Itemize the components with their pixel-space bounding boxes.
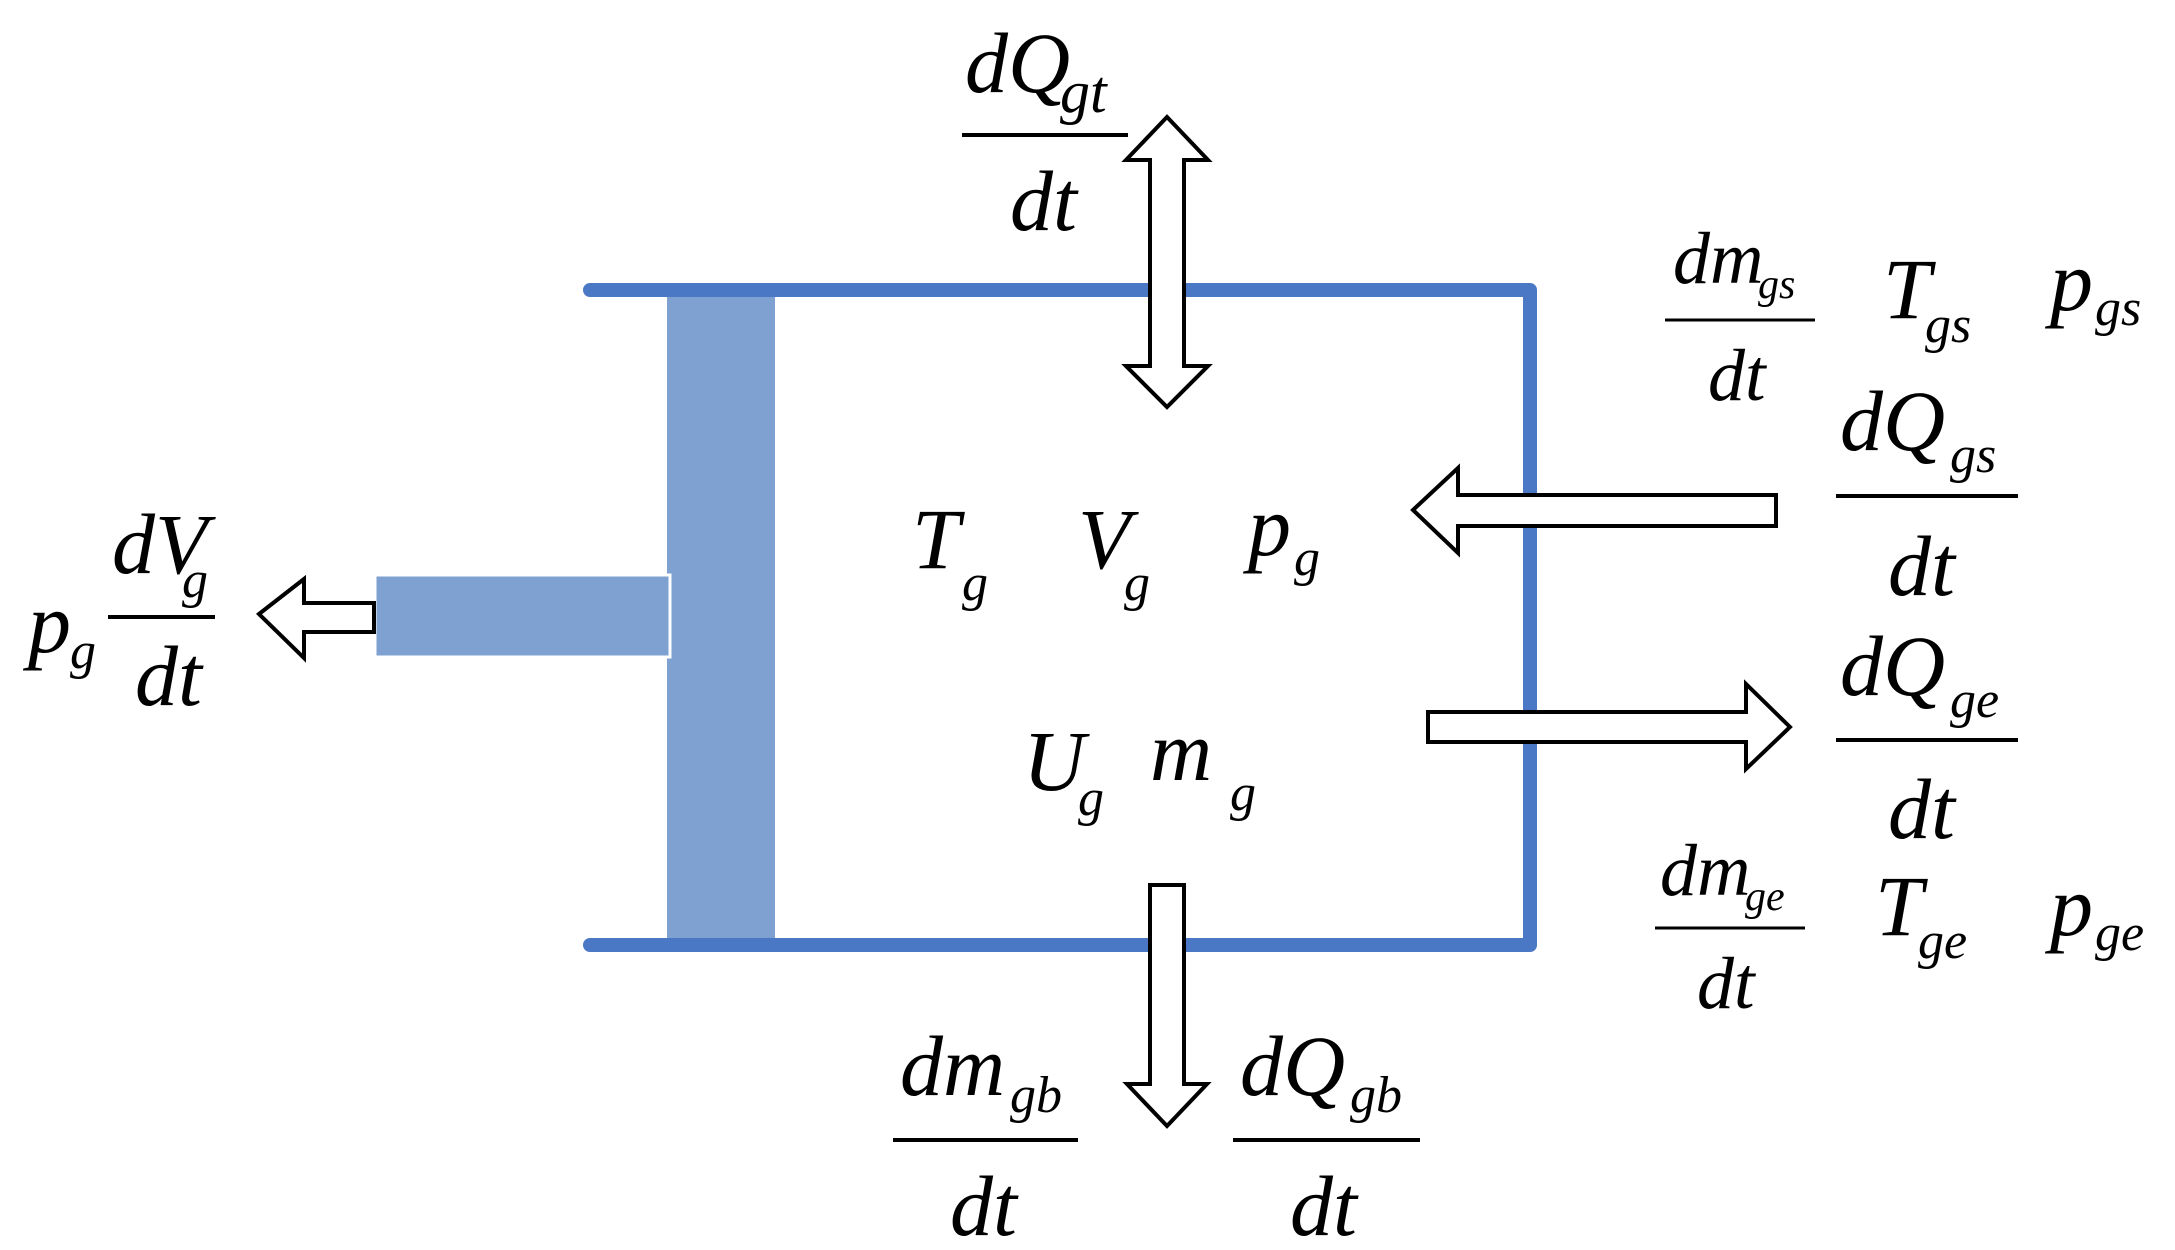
exit-temp-sub: ge: [1918, 913, 1967, 970]
mass-symbol: m: [1150, 703, 1212, 799]
supply-temp-sub: gs: [1925, 297, 1971, 354]
bottom-heat-num: dQ: [1240, 1018, 1345, 1114]
supply-heat-num: dQ: [1840, 373, 1945, 469]
work-num: dV: [112, 496, 216, 592]
exit-mass-sub: ge: [1745, 874, 1785, 920]
bottom-heat-label: dQ gb dt: [1233, 1018, 1420, 1250]
bottom-heat-den: dt: [1290, 1158, 1359, 1250]
top-heat-num: dQ: [965, 15, 1070, 111]
bottom-heat-sub: gb: [1350, 1067, 1402, 1124]
exit-heat-num: dQ: [1840, 618, 1945, 714]
supply-temp: T: [1883, 241, 1936, 337]
exit-heat-sub: ge: [1950, 672, 1999, 729]
state-variables: T g V g p g U g m g: [912, 478, 1320, 827]
cylinder-wall: [583, 283, 1537, 952]
exit-heat-label: dQ ge dt: [1836, 618, 2018, 857]
bottom-mass-label: dm gb dt: [893, 1018, 1078, 1250]
exit-mass-label: dm ge dt T ge p ge: [1655, 830, 2144, 1025]
supply-pressure-sub: gs: [2095, 280, 2141, 337]
supply-heat-sub: gs: [1950, 427, 1996, 484]
work-pressure-sub: g: [70, 623, 96, 680]
energy-sub: g: [1078, 770, 1104, 827]
supply-heat-arrow: [1410, 463, 1778, 558]
exit-temp: T: [1875, 858, 1928, 954]
exit-pressure-sub: ge: [2095, 905, 2144, 962]
supply-mass-label: dm gs dt T gs p gs: [1665, 218, 2141, 417]
energy-symbol: U: [1023, 713, 1090, 809]
top-heat-sub: gt: [1060, 59, 1108, 125]
supply-pressure: p: [2044, 233, 2093, 329]
supply-mass-den: dt: [1708, 335, 1768, 417]
pressure-sub: g: [1294, 530, 1320, 587]
exit-heat-arrow: [1426, 679, 1793, 774]
exit-heat-den: dt: [1888, 761, 1957, 857]
volume-sub: g: [1124, 555, 1150, 612]
supply-heat-den: dt: [1888, 518, 1957, 614]
heat-top-double-arrow: [1121, 114, 1213, 410]
bottom-mass-sub: gb: [1010, 1067, 1062, 1124]
work-arrow-left: [255, 574, 376, 663]
work-den: dt: [135, 628, 204, 724]
exit-mass-den: dt: [1697, 943, 1757, 1025]
top-heat-den: dt: [1010, 153, 1079, 249]
piston-rod: [373, 573, 672, 659]
temperature-sub: g: [962, 555, 988, 612]
supply-mass-sub: gs: [1758, 262, 1795, 308]
mass-sub: g: [1230, 765, 1256, 822]
exit-pressure: p: [2044, 858, 2093, 954]
volume-symbol: V: [1078, 491, 1139, 587]
temperature-symbol: T: [912, 491, 965, 587]
bottom-mass-num: dm: [900, 1018, 1005, 1114]
pressure-symbol: p: [1242, 478, 1291, 574]
exit-mass-num: dm: [1660, 830, 1750, 912]
piston-head: [667, 296, 775, 942]
work-label: p g dV g dt: [22, 496, 216, 724]
top-heat-label: dQ gt dt: [962, 15, 1128, 249]
supply-heat-label: dQ gs dt: [1836, 373, 2018, 614]
supply-mass-num: dm: [1673, 218, 1763, 300]
bottom-mass-arrow: [1122, 883, 1212, 1129]
bottom-mass-den: dt: [950, 1158, 1019, 1250]
work-num-sub: g: [182, 552, 208, 609]
work-pressure: p: [22, 575, 71, 671]
